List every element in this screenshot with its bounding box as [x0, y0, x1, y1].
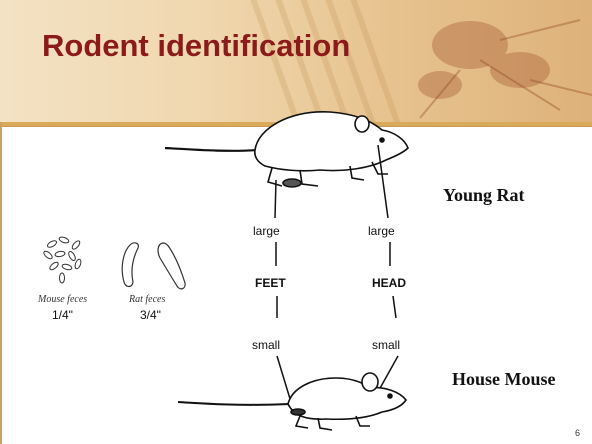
- young-rat-label: Young Rat: [443, 185, 525, 206]
- feet-small-label: small: [252, 338, 280, 352]
- rat-feces-size: 3/4": [140, 308, 161, 322]
- mouse-feces-drawing: [43, 236, 82, 283]
- head-lower-mid-line: [393, 296, 396, 318]
- mouse-feces-caption: Mouse feces: [38, 294, 87, 305]
- house-mouse-label: House Mouse: [452, 369, 556, 390]
- feet-large-label: large: [253, 224, 280, 238]
- feet-top-line: [275, 180, 276, 218]
- rat-feces-drawing: [122, 243, 185, 289]
- page-number: 6: [575, 428, 580, 438]
- young-rat-drawing: [165, 112, 408, 187]
- feet-label: FEET: [255, 276, 286, 290]
- head-small-label: small: [372, 338, 400, 352]
- mouse-feces-size: 1/4": [52, 308, 73, 322]
- head-label: HEAD: [372, 276, 406, 290]
- rat-feces-caption: Rat feces: [129, 294, 165, 305]
- head-bottom-line: [379, 356, 398, 390]
- house-mouse-drawing: [178, 373, 406, 430]
- head-large-label: large: [368, 224, 395, 238]
